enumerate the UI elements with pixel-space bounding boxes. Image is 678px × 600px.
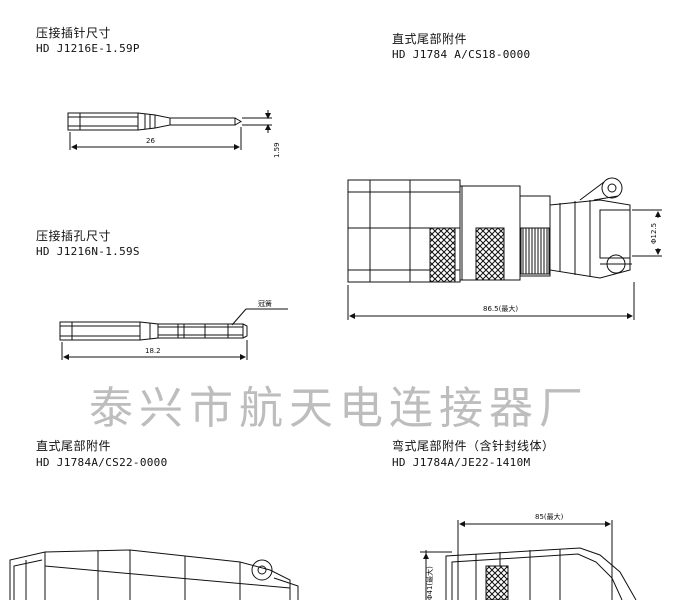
watermark: 泰兴市航天电连接器厂 (89, 383, 589, 434)
socket-title: 压接插孔尺寸 (36, 229, 112, 243)
cs18-code: HD J1784 A/CS18-0000 (392, 48, 531, 61)
pin-drawing (67, 110, 272, 150)
cs18-drawing (347, 177, 662, 320)
pin-diameter-dim: 1.59 (273, 142, 281, 158)
je22-height-dim: Φ41(最大) (425, 566, 434, 600)
cs18-length-dim: 86.5(最大) (483, 304, 518, 313)
pin-length-dim: 26 (146, 137, 155, 145)
je22-length-dim: 85(最大) (535, 512, 564, 521)
cs22-code: HD J1784A/CS22-0000 (36, 456, 168, 469)
je22-code: HD J1784A/JE22-1410M (392, 456, 531, 469)
cs18-title: 直式尾部附件 (392, 32, 468, 46)
pin-title: 压接插针尺寸 (36, 26, 112, 40)
socket-code: HD J1216N-1.59S (36, 245, 140, 258)
crown-spring-label: 冠簧 (258, 299, 272, 308)
pin-code: HD J1216E-1.59P (36, 42, 140, 55)
cs22-drawing (9, 549, 299, 600)
je22-title: 弯式尾部附件（含针封线体） (392, 439, 555, 453)
je22-drawing (420, 520, 637, 600)
cs18-diameter-dim: Φ12.5 (650, 223, 658, 244)
socket-drawing (59, 308, 288, 360)
socket-length-dim: 18.2 (145, 347, 161, 355)
cs22-title: 直式尾部附件 (36, 439, 112, 453)
